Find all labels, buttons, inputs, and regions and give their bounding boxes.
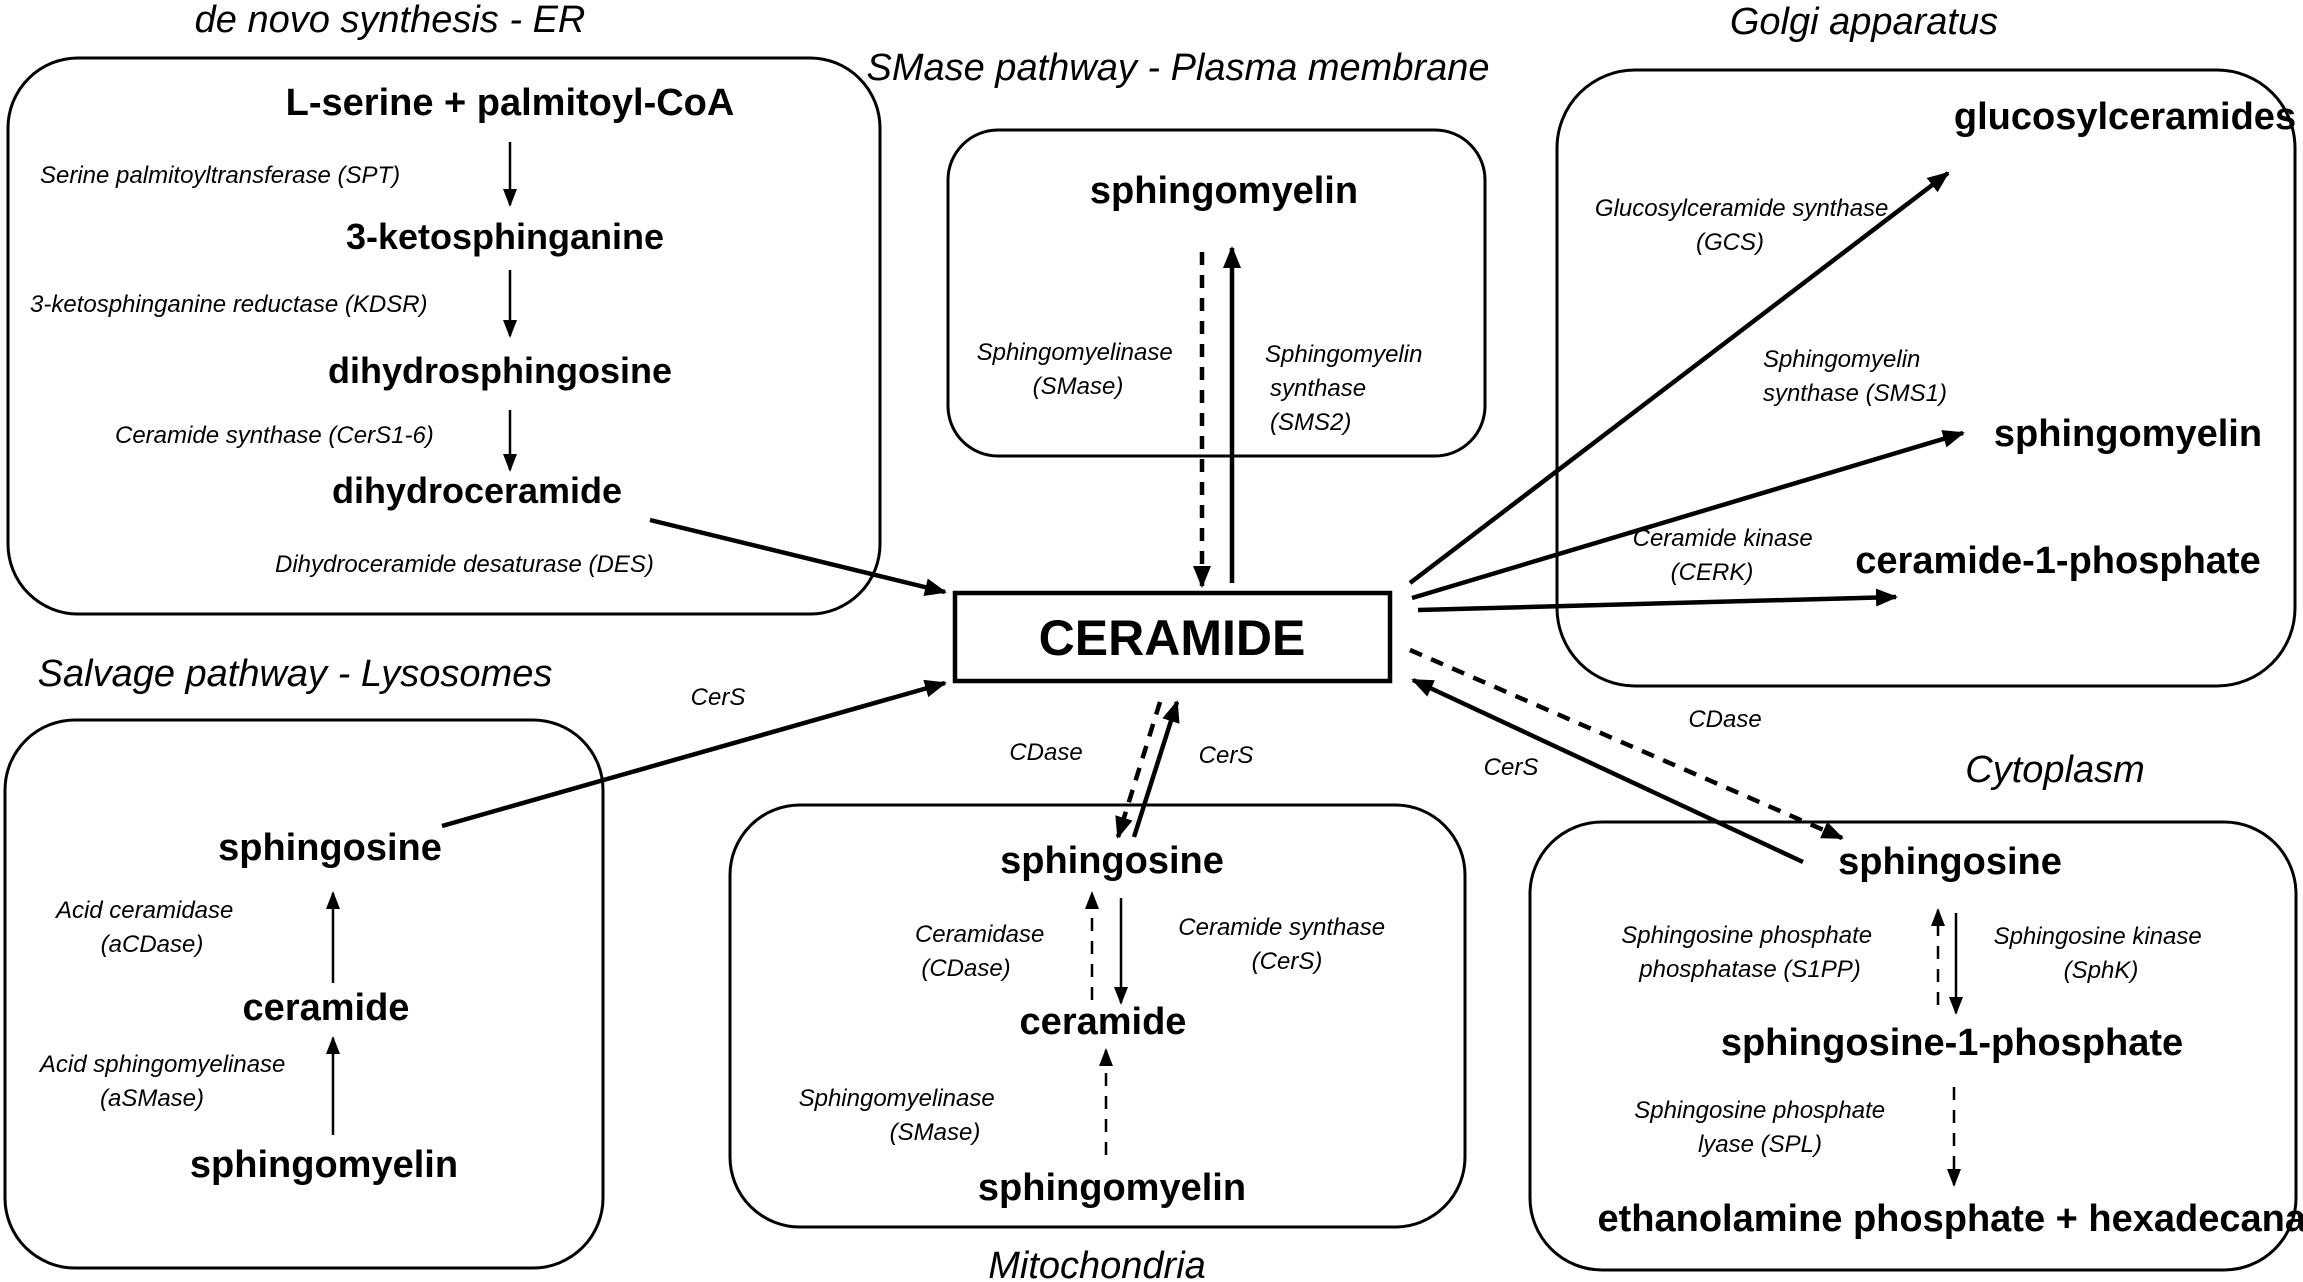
metabolite-ceramide-1-phosphate: ceramide-1-phosphate — [1855, 540, 2260, 582]
cytoplasm-compartment: Cytoplasm sphingosine Sphingosine phosph… — [1484, 706, 2303, 1272]
metabolite-sphingosine-lysosome: sphingosine — [218, 827, 442, 869]
enzyme-sms1: Sphingomyelin synthase (SMS1) — [1763, 346, 1947, 407]
enzyme-acdase: Acid ceramidase (aCDase) — [54, 897, 240, 958]
smase-title: SMase pathway - Plasma membrane — [866, 47, 1489, 89]
enzyme-asmase: Acid sphingomyelinase (aSMase) — [38, 1051, 292, 1112]
metabolite-sphingomyelin-pm: sphingomyelin — [1090, 170, 1358, 212]
enzyme-smase-pm: Sphingomyelinase (SMase) — [977, 339, 1180, 400]
mito-compartment: Mitochondria sphingosine Ceramidase (CDa… — [728, 739, 1467, 1282]
enzyme-cers-mito: Ceramide synthase (CerS) — [1178, 914, 1391, 975]
cytoplasm-box — [1528, 820, 2298, 1272]
enzyme-sms2: Sphingomyelin synthase (SMS2) — [1265, 341, 1429, 436]
label-cers-salvage: CerS — [691, 684, 746, 711]
golgi-title: Golgi apparatus — [1730, 1, 1998, 43]
enzyme-des: Dihydroceramide desaturase (DES) — [275, 551, 654, 578]
metabolite-sphingosine-cyto: sphingosine — [1838, 841, 2062, 883]
metabolite-l-serine-palmitoyl-coa: L-serine + palmitoyl-CoA — [286, 82, 735, 124]
enzyme-cerk: Ceramide kinase (CERK) — [1633, 525, 1820, 586]
metabolite-sphingomyelin-mito: sphingomyelin — [978, 1167, 1246, 1209]
ceramide-node: CERAMIDE — [952, 590, 1393, 684]
arrow-to-ceramide-1-phosphate — [1417, 588, 1898, 613]
enzyme-smase-mito: Sphingomyelinase (SMase) — [799, 1085, 1002, 1146]
golgi-compartment: Golgi apparatus glucosylceramides sphing… — [1555, 1, 2297, 688]
enzyme-gcs: Glucosylceramide synthase (GCS) — [1595, 195, 1895, 256]
smase-box — [946, 128, 1487, 458]
arrow-salvage-cers — [441, 679, 947, 829]
enzyme-cers1-6: Ceramide synthase (CerS1-6) — [115, 422, 434, 449]
salvage-compartment: Salvage pathway - Lysosomes sphingosine … — [3, 653, 746, 1270]
enzyme-spl: Sphingosine phosphate lyase (SPL) — [1634, 1097, 1892, 1158]
arrow-cdase-to-mito — [1115, 701, 1163, 839]
arrow-to-sphingomyelin-golgi — [1411, 430, 1965, 601]
metabolite-3-ketosphinganine: 3-ketosphinganine — [346, 216, 664, 257]
metabolite-ethanolamine-phosphate-hexadecanal: ethanolamine phosphate + hexadecanal — [1597, 1198, 2303, 1240]
label-cdase-cyto-link: CDase — [1688, 706, 1761, 733]
salvage-title: Salvage pathway - Lysosomes — [38, 653, 553, 695]
metabolite-sphingosine-mito: sphingosine — [1000, 840, 1224, 882]
arrow-cers-from-mito — [1131, 700, 1180, 838]
enzyme-spt: Serine palmitoyltransferase (SPT) — [40, 162, 400, 189]
metabolite-ceramide-mito: ceramide — [1020, 1001, 1187, 1043]
enzyme-kdsr: 3-ketosphinganine reductase (KDSR) — [30, 291, 428, 318]
metabolite-sphingomyelin-golgi: sphingomyelin — [1994, 413, 2262, 455]
label-cers-mito-link: CerS — [1199, 742, 1254, 769]
mito-box — [728, 803, 1467, 1229]
metabolite-sphingosine-1-phosphate: sphingosine-1-phosphate — [1721, 1022, 2183, 1064]
metabolite-dihydrosphingosine: dihydrosphingosine — [328, 350, 672, 391]
enzyme-cdase-mito: Ceramidase (CDase) — [915, 921, 1051, 982]
metabolite-ceramide-lysosome: ceramide — [243, 987, 410, 1029]
metabolite-sphingomyelin-lysosome: sphingomyelin — [190, 1144, 458, 1186]
arrow-cers-from-cyto — [1411, 677, 1804, 865]
metabolite-glucosylceramides: glucosylceramides — [1954, 96, 2296, 138]
smase-compartment: SMase pathway - Plasma membrane sphingom… — [866, 47, 1490, 458]
golgi-box — [1555, 68, 2297, 688]
pathway-arrows — [441, 171, 1965, 865]
salvage-box — [3, 718, 605, 1270]
denovo-title: de novo synthesis - ER — [195, 0, 586, 41]
label-cers-cyto-link: CerS — [1484, 754, 1539, 781]
arrow-to-glucosylceramides — [1408, 171, 1950, 585]
metabolite-dihydroceramide: dihydroceramide — [332, 470, 622, 511]
ceramide-label: CERAMIDE — [1039, 610, 1306, 666]
arrow-cdase-to-cyto — [1409, 647, 1844, 841]
denovo-box — [6, 56, 882, 616]
label-cdase-mito-link: CDase — [1009, 739, 1082, 766]
cytoplasm-title: Cytoplasm — [1965, 749, 2145, 791]
mito-title: Mitochondria — [988, 1245, 1206, 1282]
ceramide-box — [952, 590, 1393, 684]
enzyme-s1pp: Sphingosine phosphate phosphatase (S1PP) — [1621, 922, 1879, 983]
denovo-compartment: de novo synthesis - ER L-serine + palmit… — [6, 0, 882, 616]
arrow-dihydroceramide-to-ceramide — [649, 517, 947, 597]
enzyme-sphk: Sphingosine kinase (SphK) — [1994, 923, 2209, 984]
